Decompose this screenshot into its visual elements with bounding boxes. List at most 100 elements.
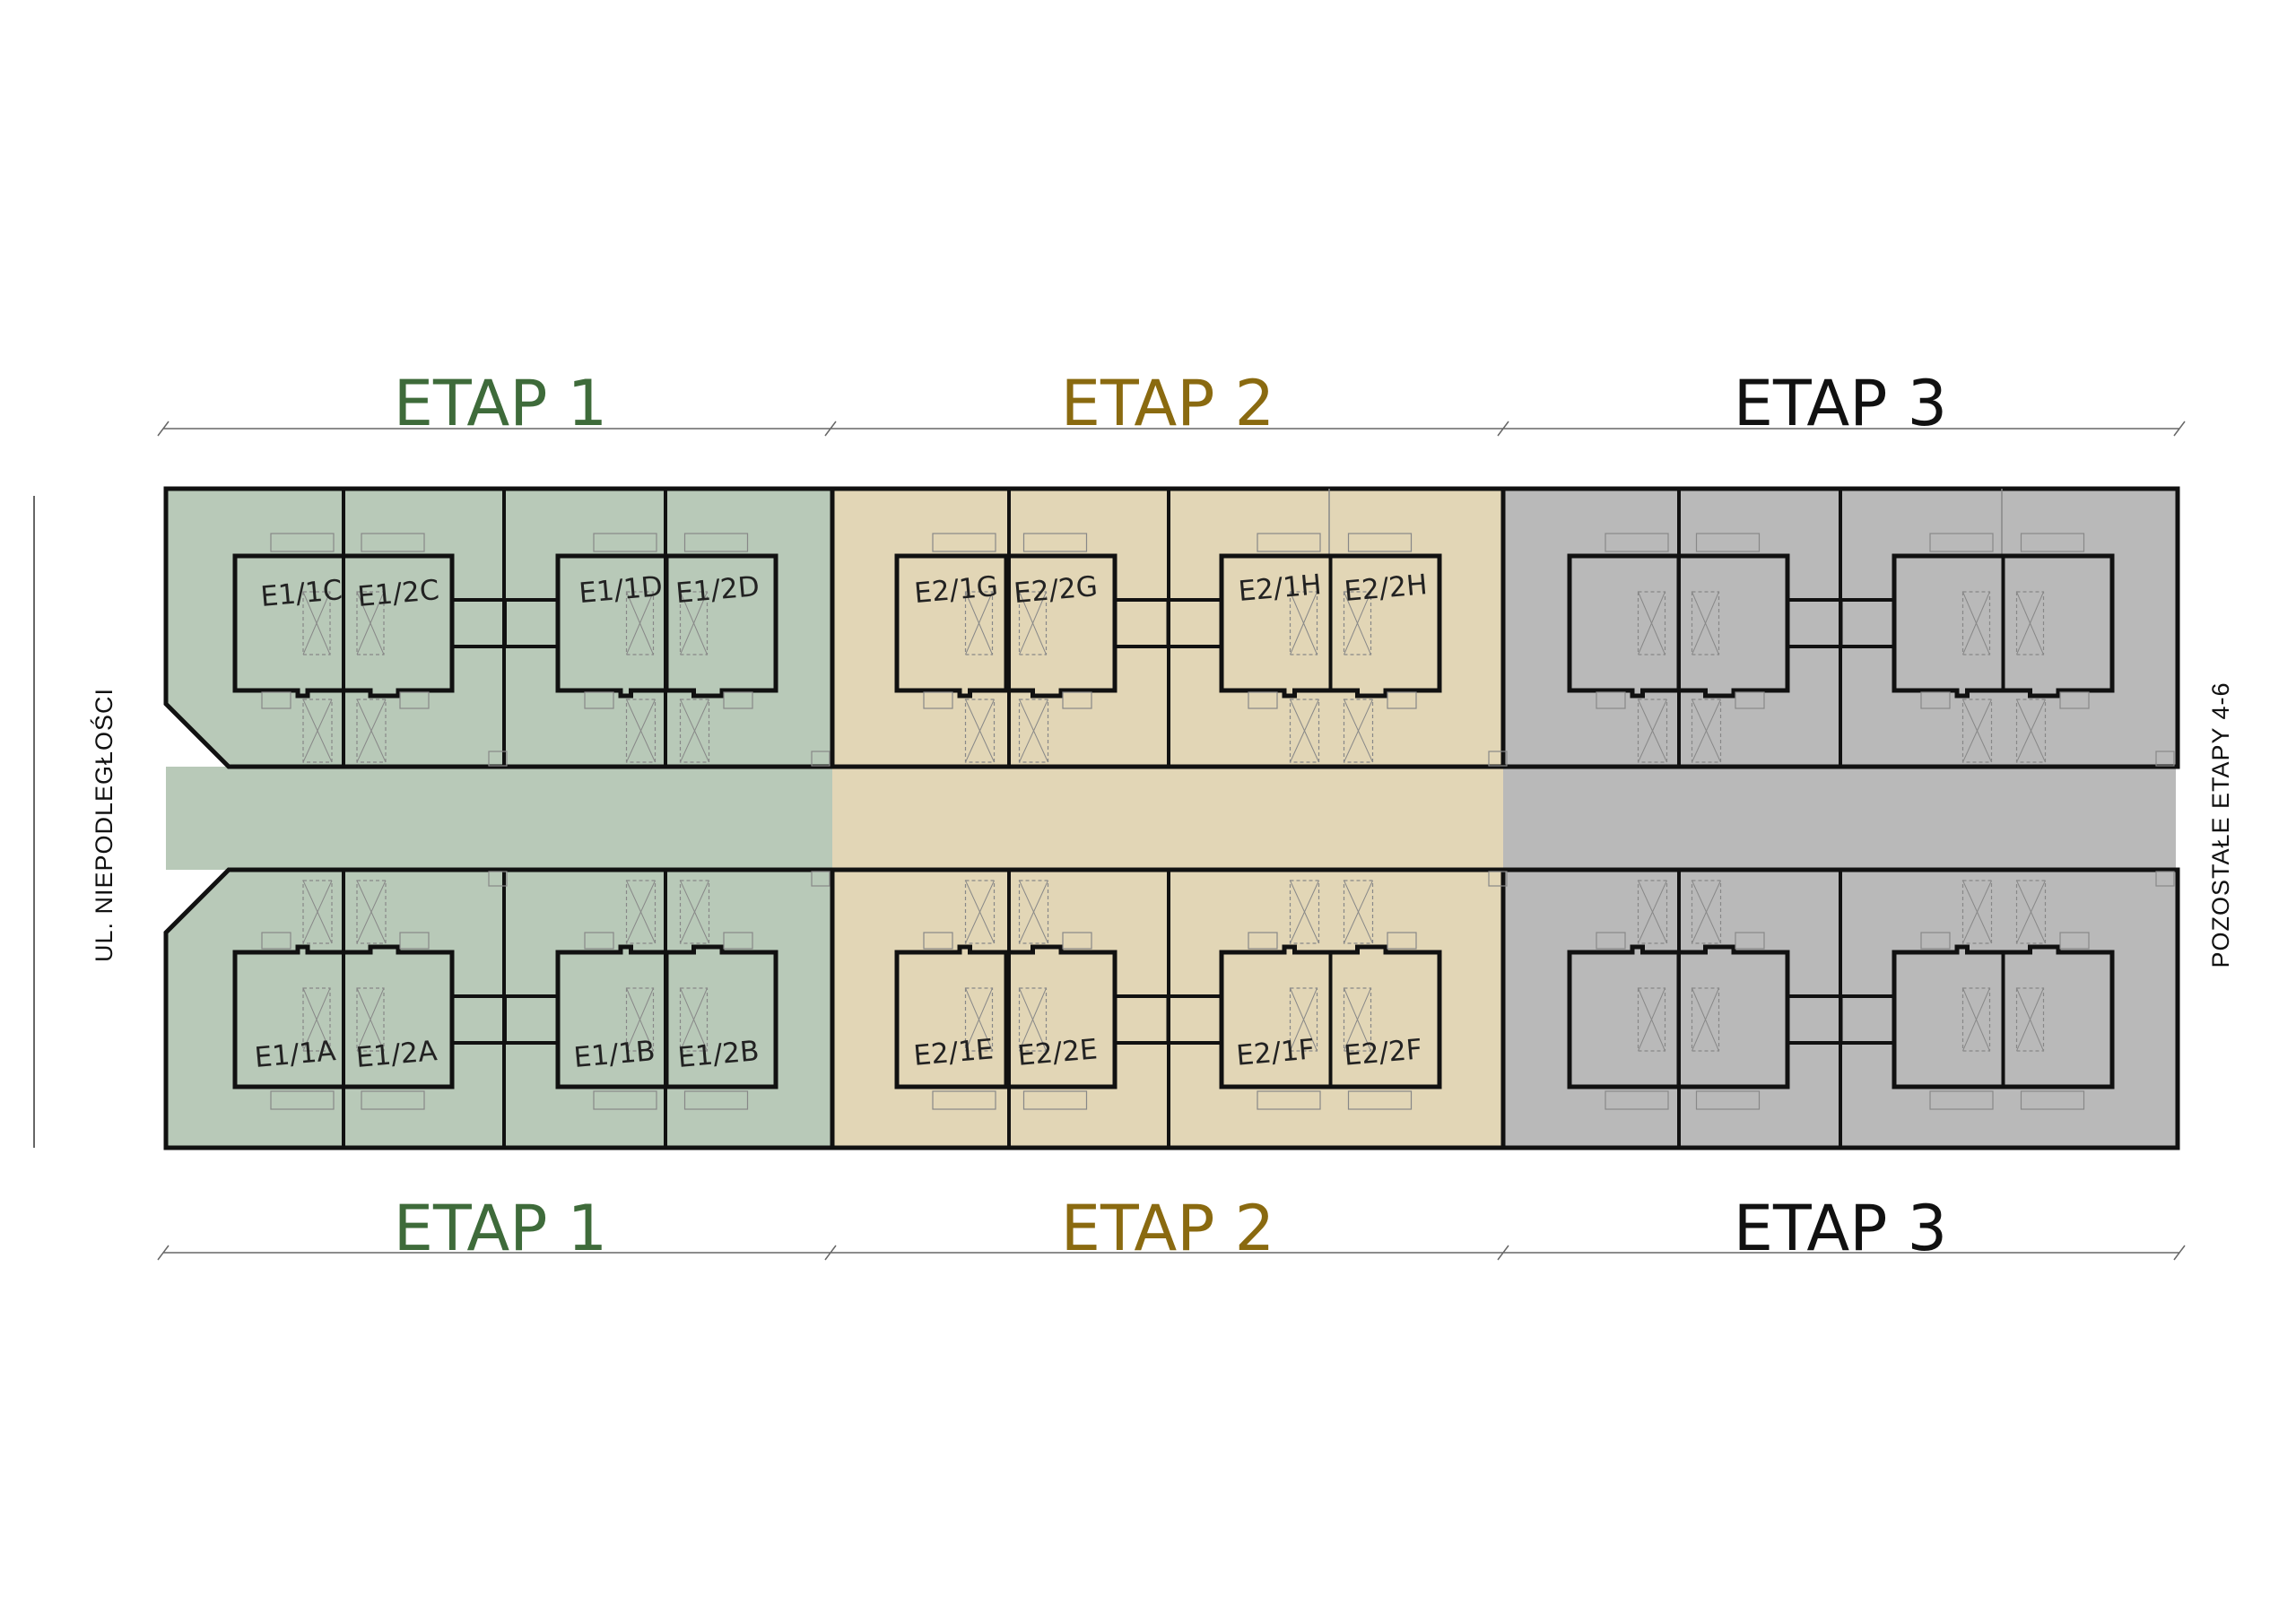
- bin-box: [811, 751, 831, 767]
- parking-box: [1961, 699, 1993, 763]
- skylight-cross: [626, 987, 654, 1052]
- parking-box: [1343, 699, 1374, 763]
- skylight-box: [964, 987, 994, 1052]
- skylight-cross: [2016, 987, 2044, 1052]
- entrance-step: [1062, 691, 1092, 709]
- parking-cross: [1692, 880, 1721, 944]
- stage-label-top-3: ETAP 3: [1734, 367, 1947, 440]
- skylight-box: [302, 591, 331, 655]
- entrance-step: [1387, 691, 1417, 709]
- parking-box: [302, 699, 333, 763]
- house-outline: [232, 944, 455, 1089]
- skylight-cross: [1638, 591, 1665, 655]
- parking-box: [356, 699, 387, 763]
- skylight-cross: [1692, 987, 1719, 1052]
- terrace: [1929, 1090, 1994, 1110]
- entrance-step: [1596, 932, 1626, 950]
- parking-cross: [302, 699, 333, 763]
- skylight-box: [625, 591, 655, 655]
- unit-label: E2/1G: [913, 570, 999, 610]
- skylight-cross: [1290, 987, 1318, 1052]
- terrace: [593, 1090, 657, 1110]
- parking-box: [1289, 880, 1320, 944]
- parking-cross: [1692, 699, 1721, 763]
- skylight-box: [356, 591, 385, 655]
- skylight-cross: [356, 987, 385, 1052]
- terrace: [1695, 533, 1761, 552]
- unit-label: E1/1D: [578, 570, 664, 610]
- entrance-step: [2059, 691, 2090, 709]
- skylight-box: [679, 987, 709, 1052]
- unit-label: E1/2B: [676, 1035, 761, 1074]
- bin-box: [488, 871, 508, 887]
- bin-box: [2155, 871, 2175, 887]
- entrance-step: [923, 691, 953, 709]
- parking-box: [1018, 880, 1049, 944]
- unit-label: E1/2C: [356, 574, 440, 613]
- terrace: [683, 1090, 749, 1110]
- parking-cross: [680, 880, 709, 944]
- unit-label: E1/2A: [354, 1035, 438, 1074]
- parking-box: [1691, 699, 1722, 763]
- parking-box: [1961, 880, 1993, 944]
- bin-box: [488, 751, 508, 767]
- entrance-step: [1735, 691, 1765, 709]
- parking-cross: [356, 880, 387, 944]
- unit-label: E2/1H: [1237, 568, 1323, 608]
- parking-box: [679, 699, 710, 763]
- skylight-cross: [1638, 987, 1665, 1052]
- parking-cross: [1638, 880, 1667, 944]
- skylight-cross: [1692, 591, 1719, 655]
- parking-cross: [965, 880, 995, 944]
- parking-box: [964, 699, 996, 763]
- parking-cross: [1962, 880, 1992, 944]
- street-label-right: POZOSTAŁE ETAPY 4-6: [2207, 681, 2234, 968]
- house-outline: [1892, 944, 2115, 1089]
- unit-label: E2/2F: [1343, 1033, 1423, 1072]
- unit-label: E2/1F: [1235, 1033, 1316, 1072]
- terrace: [1347, 533, 1413, 552]
- terrace: [683, 533, 749, 552]
- terrace: [932, 533, 996, 552]
- houses: [232, 553, 2115, 1089]
- entrance-step: [584, 691, 614, 709]
- entrance-step: [1920, 691, 1951, 709]
- lower-plot-outline: [163, 867, 2180, 1150]
- skylight-box: [356, 987, 385, 1052]
- terrace: [1257, 1090, 1321, 1110]
- unit-label: E2/2E: [1016, 1033, 1099, 1072]
- house-outline: [555, 553, 778, 699]
- skylight-cross: [965, 591, 993, 655]
- unit-label: E1/1A: [253, 1035, 336, 1074]
- parking-box: [1637, 880, 1668, 944]
- entrance-step: [1596, 691, 1626, 709]
- terrace: [1929, 533, 1994, 552]
- terrace: [1022, 1090, 1088, 1110]
- skylight-box: [964, 591, 994, 655]
- skylight-cross: [1290, 591, 1318, 655]
- unit-label: E2/1E: [912, 1033, 995, 1072]
- skylight-cross: [1019, 591, 1047, 655]
- parking-cross: [1019, 880, 1048, 944]
- entrance-step: [723, 932, 753, 950]
- unit-labels-bottom: E1/1A E1/2A E1/1B E1/2B E2/1E E2/2E E2/1…: [253, 1033, 1423, 1074]
- unit-label: E1/2D: [674, 570, 761, 610]
- entrance-step: [923, 932, 953, 950]
- skylight-box: [1289, 987, 1318, 1052]
- bin-box: [1488, 751, 1508, 767]
- skylight-box: [1637, 591, 1666, 655]
- skylight-cross: [302, 591, 331, 655]
- skylight-box: [679, 591, 709, 655]
- skylight-cross: [1019, 987, 1047, 1052]
- house-outline: [894, 553, 1118, 699]
- parking-cross: [1344, 880, 1373, 944]
- stage-label-bottom-1: ETAP 1: [394, 1192, 607, 1265]
- entrance-step: [1248, 691, 1278, 709]
- skylight-cross: [2016, 591, 2044, 655]
- entrance-step: [1387, 932, 1417, 950]
- terrace: [1257, 533, 1321, 552]
- terrace: [932, 1090, 996, 1110]
- dimension-top: [157, 421, 2186, 437]
- zone-fills: [166, 489, 2176, 1148]
- terrace: [1695, 1090, 1761, 1110]
